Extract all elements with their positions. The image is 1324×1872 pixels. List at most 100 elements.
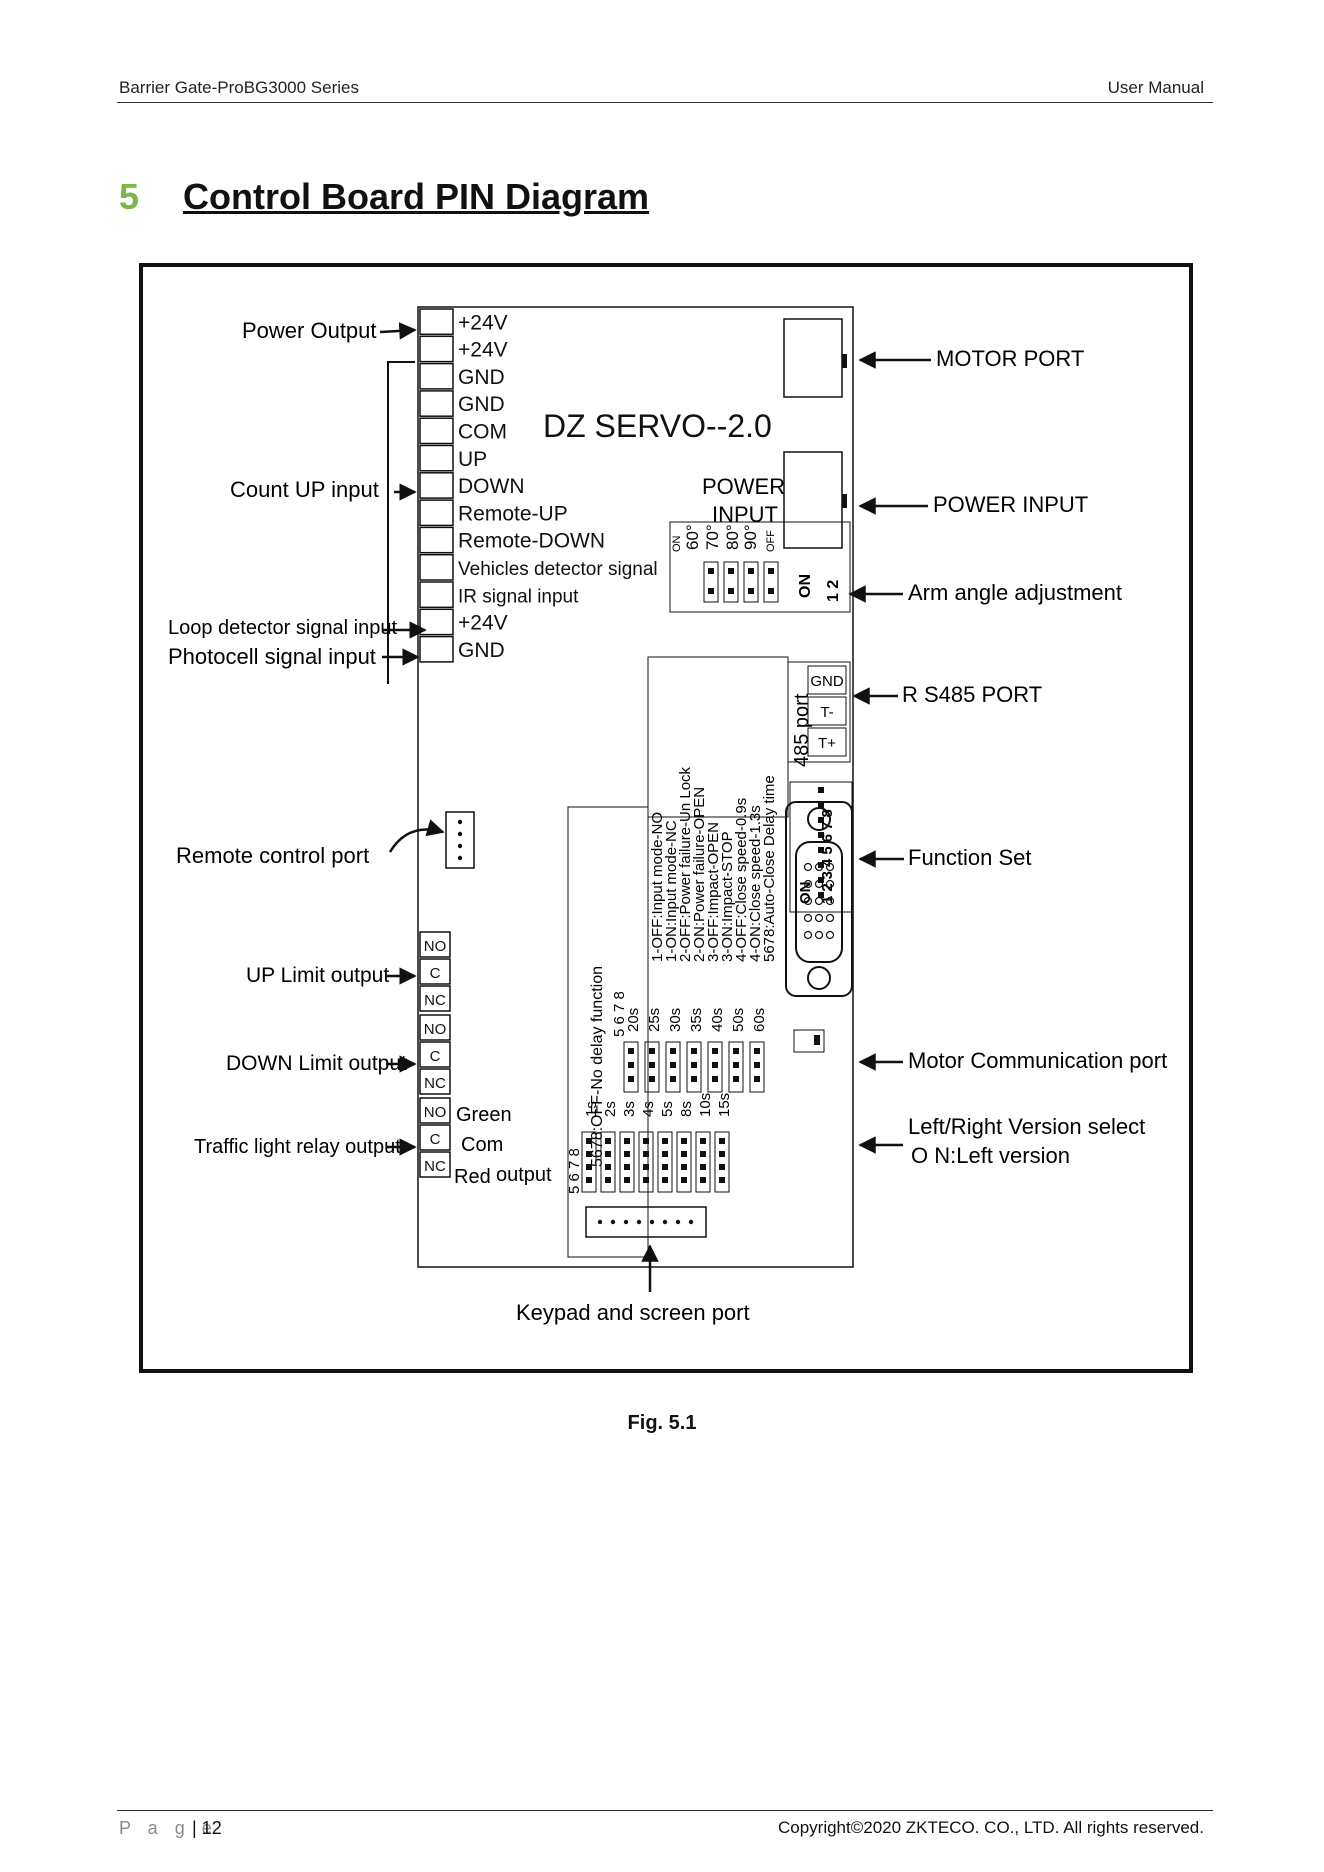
delay-dip-dot bbox=[628, 1048, 634, 1054]
angle-dip-switch bbox=[703, 561, 719, 603]
terminal-box bbox=[419, 362, 454, 390]
db-pin bbox=[803, 913, 813, 923]
remote-pin bbox=[457, 855, 463, 861]
down-limit-relay-box bbox=[419, 1014, 451, 1041]
delay-dip-dot bbox=[624, 1164, 630, 1170]
rs485-pin-label: GND bbox=[810, 673, 844, 690]
delay-dip-dot bbox=[643, 1177, 649, 1183]
keypad-pin bbox=[662, 1219, 668, 1225]
lr-select-label-2: O N:Left version bbox=[911, 1143, 1070, 1168]
db-pin bbox=[825, 913, 835, 923]
angle-dip-area bbox=[669, 521, 851, 613]
motor-comm-screw-top bbox=[807, 807, 831, 831]
terminal-label: GND bbox=[458, 366, 505, 389]
db-pin bbox=[803, 879, 813, 889]
remote-control-label: Remote control port bbox=[176, 843, 369, 868]
keypad-connector bbox=[585, 1206, 707, 1238]
function-text-line: 3-ON:Impact-STOP bbox=[719, 831, 736, 962]
footer-page-word: P a g e bbox=[119, 1818, 218, 1838]
traffic-output-word: output bbox=[496, 1164, 552, 1186]
function-dip-dot bbox=[818, 847, 824, 853]
down-limit-relay-box bbox=[419, 1068, 451, 1095]
lr-select-lever bbox=[814, 1035, 820, 1045]
footer-page-number: | 12 bbox=[192, 1818, 222, 1838]
remote-control-arrow bbox=[388, 819, 445, 853]
delay-dip-dot bbox=[624, 1177, 630, 1183]
terminal-block: +24V+24VGNDGNDCOMUPDOWNRemote-UPRemote-D… bbox=[419, 308, 658, 663]
terminal-box bbox=[419, 553, 454, 581]
motor-port-label: MOTOR PORT bbox=[936, 346, 1084, 371]
delay-dip-dot bbox=[733, 1048, 739, 1054]
down-limit-label: DOWN Limit output bbox=[226, 1052, 407, 1075]
remote-pin bbox=[457, 843, 463, 849]
delay-dip-dot bbox=[649, 1048, 655, 1054]
traffic-relay-label: C bbox=[430, 1131, 441, 1148]
section-title: Control Board PIN Diagram bbox=[183, 176, 650, 217]
angle-dip-12: 1 2 bbox=[825, 580, 842, 602]
delay-dip-dot bbox=[662, 1138, 668, 1144]
up-limit-relay-box bbox=[419, 931, 451, 958]
delay-lower-label: 8s bbox=[678, 1101, 695, 1117]
terminal-box bbox=[419, 499, 454, 527]
keypad-pins bbox=[597, 1219, 694, 1225]
terminal-label: COM bbox=[458, 421, 507, 444]
delay-lower-label: 5s bbox=[659, 1101, 676, 1117]
delay-dip-switch bbox=[619, 1131, 635, 1193]
function-dip-dot bbox=[818, 892, 824, 898]
db-pin bbox=[814, 913, 824, 923]
delay-upper-label: 20s bbox=[625, 1008, 642, 1032]
delay-dip-switch bbox=[657, 1131, 673, 1193]
delay-dip-dot bbox=[649, 1076, 655, 1082]
traffic-com: Com bbox=[461, 1134, 503, 1156]
rs485-pin-box bbox=[807, 727, 847, 757]
loop-detector-label: Loop detector signal input bbox=[168, 617, 397, 639]
angle-label: 70° bbox=[703, 524, 722, 550]
delay-dip-switch bbox=[623, 1041, 639, 1093]
header-right: User Manual bbox=[1107, 78, 1204, 97]
figure-caption: Fig. 5.1 bbox=[627, 1412, 697, 1434]
traffic-light-label: Traffic light relay output bbox=[194, 1136, 401, 1158]
delay-lower-label: 3s bbox=[621, 1101, 638, 1117]
db-pin bbox=[825, 879, 835, 889]
delay-upper-label: 60s bbox=[751, 1008, 768, 1032]
delay-dip-dot bbox=[733, 1062, 739, 1068]
angle-dip-dot bbox=[708, 568, 714, 574]
traffic-relay-label: NC bbox=[424, 1158, 446, 1175]
motor-comm-frame bbox=[785, 801, 853, 997]
terminal-label: Remote-UP bbox=[458, 502, 568, 525]
angle-dip-on: ON bbox=[797, 574, 814, 598]
function-dip-dot bbox=[818, 877, 824, 883]
delay-dip-dot bbox=[605, 1164, 611, 1170]
keypad-pin bbox=[597, 1219, 603, 1225]
function-dip-numbers: 12345678 bbox=[819, 805, 836, 904]
delay-dip-switch bbox=[676, 1131, 692, 1193]
function-text-line: 4-ON:Close speed-1.3s bbox=[747, 805, 764, 962]
power-output-arrow bbox=[379, 322, 417, 340]
delay-dip-dot bbox=[719, 1164, 725, 1170]
delay-dip-dot bbox=[700, 1138, 706, 1144]
control-board-diagram: DZ SERVO--2.0 +24V+24VGNDGNDCOMUPDOWNRem… bbox=[139, 263, 1193, 1373]
db-pin bbox=[803, 930, 813, 940]
delay-dip-dot bbox=[700, 1177, 706, 1183]
down-limit-relay-label: NO bbox=[424, 1021, 447, 1038]
delay-dip-dot bbox=[712, 1062, 718, 1068]
delay-dip-dot bbox=[605, 1138, 611, 1144]
header-rule bbox=[117, 102, 1213, 103]
delay-dip-dot bbox=[628, 1062, 634, 1068]
delay-dip-switch bbox=[644, 1041, 660, 1093]
delay-dip-dot bbox=[586, 1164, 592, 1170]
delay-dip-dot bbox=[712, 1048, 718, 1054]
delay-dip-switch bbox=[581, 1131, 597, 1193]
rs485-pin-label: T+ bbox=[818, 735, 836, 752]
delay-upper-label: 30s bbox=[667, 1008, 684, 1032]
power-input-connector bbox=[783, 451, 843, 549]
delay-dip-switch bbox=[600, 1131, 616, 1193]
delay-dip-dot bbox=[586, 1151, 592, 1157]
no-delay-label: 5678:OFF-No delay function bbox=[589, 966, 606, 1167]
db-pin bbox=[814, 879, 824, 889]
delay-dip-switches bbox=[581, 1041, 765, 1193]
remote-port-pins bbox=[457, 819, 463, 861]
traffic-relay-label: NO bbox=[424, 1104, 447, 1121]
